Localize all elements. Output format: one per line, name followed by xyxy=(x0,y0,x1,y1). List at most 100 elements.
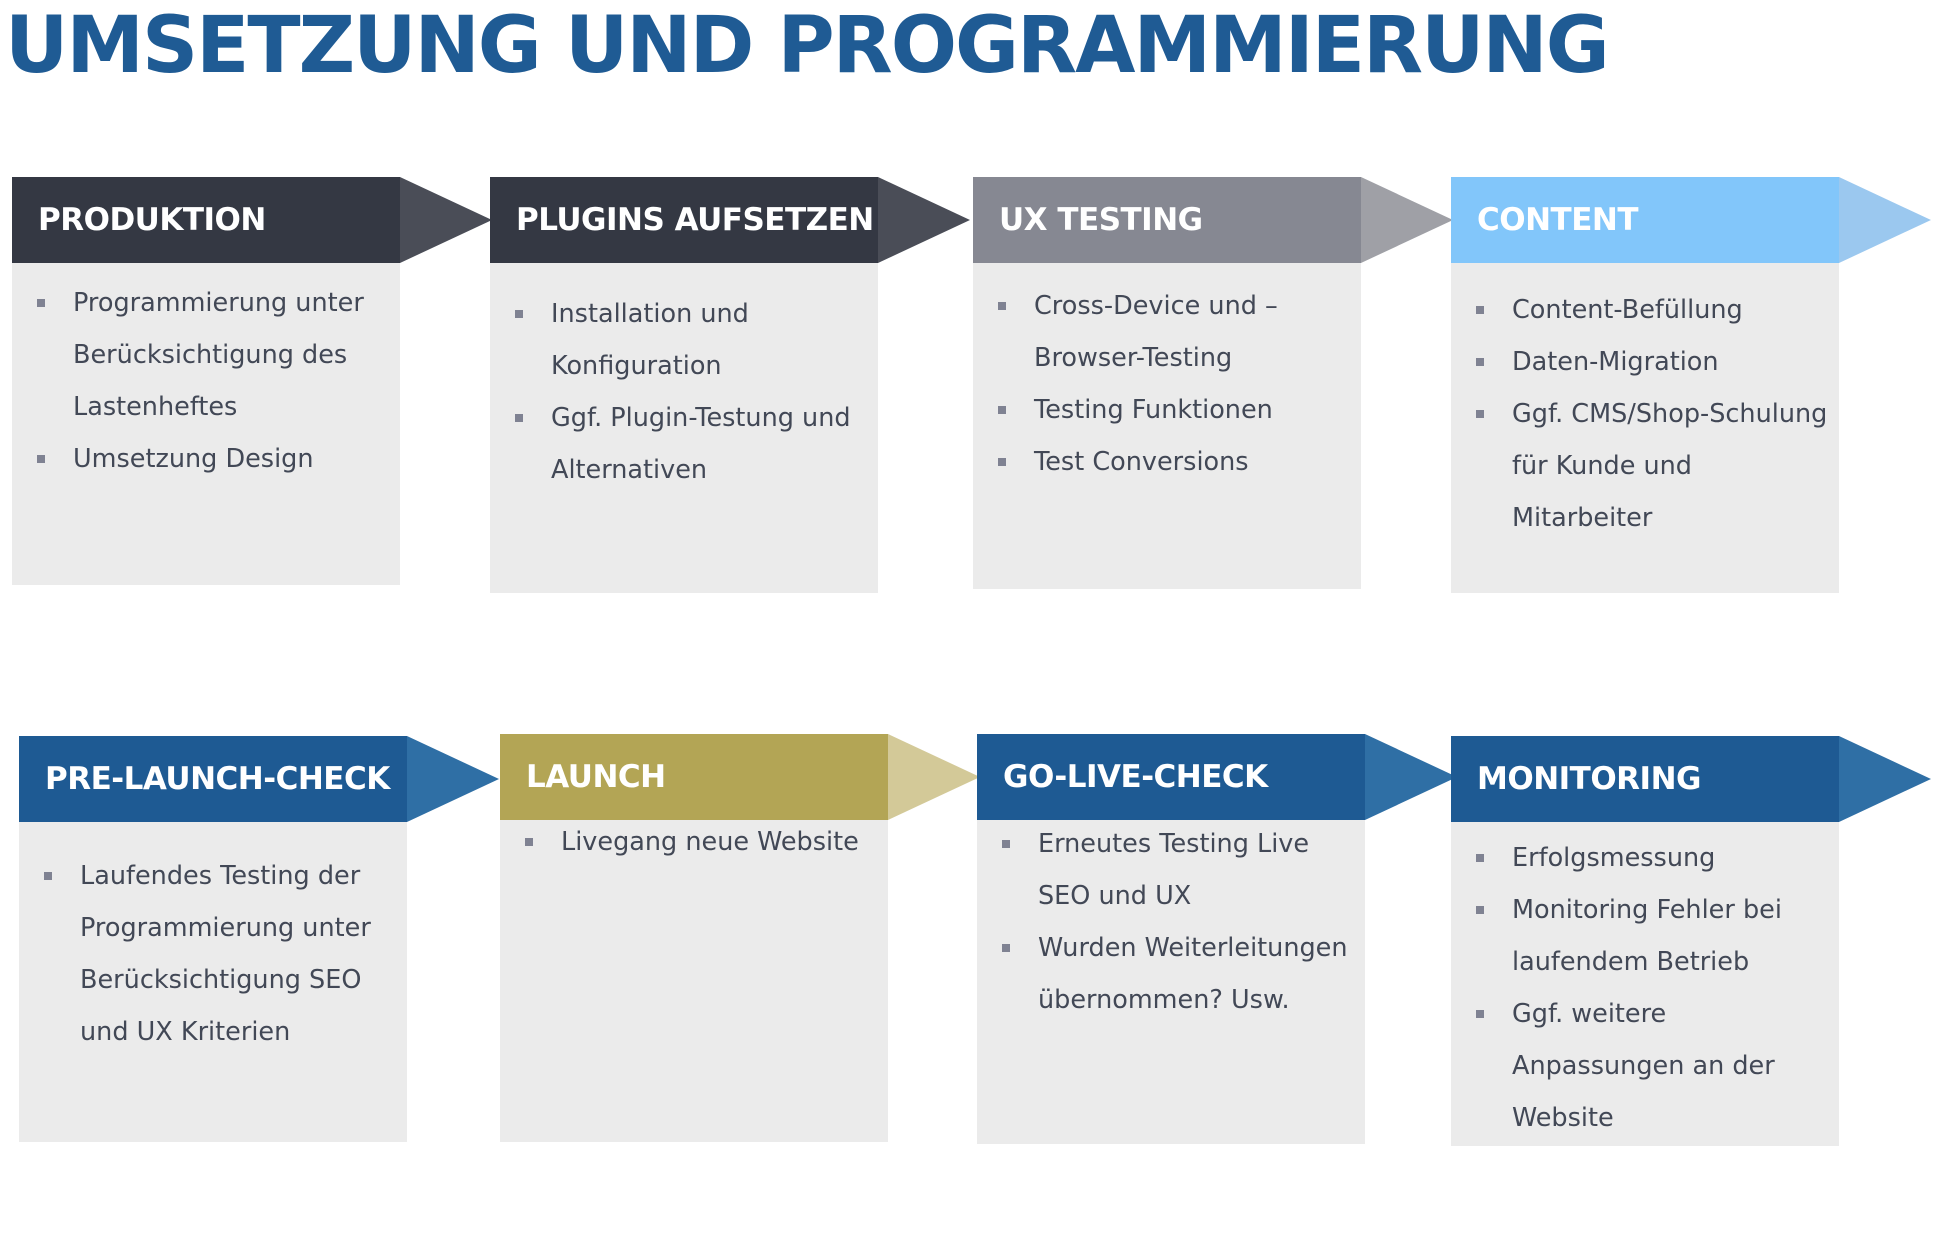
square-bullet-icon xyxy=(998,458,1006,466)
step-launch: Livegang neue Website LAUNCH xyxy=(500,734,980,1142)
step-content-box: Erfolgsmessung Monitoring Fehler bei lau… xyxy=(1451,822,1839,1146)
list-item: Testing Funktionen xyxy=(973,384,1361,436)
square-bullet-icon xyxy=(37,455,45,463)
step-header: MONITORING xyxy=(1451,736,1839,822)
step-content-box: Erneutes Testing Live SEO und UX Wurden … xyxy=(977,820,1365,1144)
arrow-right-icon xyxy=(1839,736,1931,822)
step-produktion: Programmierung unter Berücksichtigung de… xyxy=(12,177,492,585)
list-item: Umsetzung Design xyxy=(12,433,400,485)
list-item-text: Erneutes Testing Live SEO und UX xyxy=(1038,829,1310,911)
page-title: UMSETZUNG UND PROGRAMMIERUNG xyxy=(5,1,1610,91)
list-item-text: Programmierung unter Berücksichtigung de… xyxy=(73,288,364,422)
square-bullet-icon xyxy=(1476,358,1484,366)
square-bullet-icon xyxy=(1476,306,1484,314)
step-header: PRODUKTION xyxy=(12,177,400,263)
step-item-list: Installation und Konfiguration Ggf. Plug… xyxy=(490,288,878,496)
square-bullet-icon xyxy=(525,838,533,846)
step-content-box: Content-Befüllung Daten-Migration Ggf. C… xyxy=(1451,263,1839,593)
list-item: Erneutes Testing Live SEO und UX xyxy=(977,818,1365,922)
step-content: Content-Befüllung Daten-Migration Ggf. C… xyxy=(1451,177,1931,593)
step-content-box: Installation und Konfiguration Ggf. Plug… xyxy=(490,263,878,593)
arrow-right-icon xyxy=(1839,177,1931,263)
list-item-text: Ggf. CMS/Shop-Schulung für Kunde und Mit… xyxy=(1512,399,1828,533)
step-title: LAUNCH xyxy=(526,759,666,795)
step-content-box: Laufendes Testing der Programmierung unt… xyxy=(19,820,407,1142)
list-item-text: Laufendes Testing der Programmierung unt… xyxy=(80,861,371,1047)
step-title: CONTENT xyxy=(1477,202,1638,238)
list-item-text: Umsetzung Design xyxy=(73,444,314,474)
list-item-text: Wurden Weiterleitungen übernommen? Usw. xyxy=(1038,933,1348,1015)
step-item-list: Livegang neue Website xyxy=(500,816,888,868)
arrow-right-icon xyxy=(400,177,492,263)
step-content-box: Cross-Device und – Browser-Testing Testi… xyxy=(973,263,1361,589)
step-title: MONITORING xyxy=(1477,761,1701,797)
list-item-text: Testing Funktionen xyxy=(1034,395,1273,425)
arrow-right-icon xyxy=(407,736,499,822)
step-content-box: Programmierung unter Berücksichtigung de… xyxy=(12,261,400,585)
square-bullet-icon xyxy=(1476,1010,1484,1018)
square-bullet-icon xyxy=(1476,906,1484,914)
step-title: PLUGINS AUFSETZEN xyxy=(516,202,874,238)
step-pre-launch-check: Laufendes Testing der Programmierung unt… xyxy=(19,736,499,1142)
step-item-list: Cross-Device und – Browser-Testing Testi… xyxy=(973,280,1361,488)
list-item: Programmierung unter Berücksichtigung de… xyxy=(12,277,400,433)
step-title: PRE-LAUNCH-CHECK xyxy=(45,761,390,797)
step-title: PRODUKTION xyxy=(38,202,266,238)
square-bullet-icon xyxy=(37,299,45,307)
step-item-list: Laufendes Testing der Programmierung unt… xyxy=(19,850,407,1058)
list-item: Test Conversions xyxy=(973,436,1361,488)
list-item: Daten-Migration xyxy=(1451,336,1839,388)
step-header: LAUNCH xyxy=(500,734,888,820)
square-bullet-icon xyxy=(998,302,1006,310)
step-header: UX TESTING xyxy=(973,177,1361,263)
step-header: CONTENT xyxy=(1451,177,1839,263)
list-item: Wurden Weiterleitungen übernommen? Usw. xyxy=(977,922,1365,1026)
list-item: Monitoring Fehler bei laufendem Betrieb xyxy=(1451,884,1839,988)
list-item-text: Content-Befüllung xyxy=(1512,295,1743,325)
step-ux-testing: Cross-Device und – Browser-Testing Testi… xyxy=(973,177,1453,589)
list-item: Livegang neue Website xyxy=(500,816,888,868)
step-item-list: Content-Befüllung Daten-Migration Ggf. C… xyxy=(1451,284,1839,544)
list-item: Cross-Device und – Browser-Testing xyxy=(973,280,1361,384)
square-bullet-icon xyxy=(44,872,52,880)
list-item-text: Livegang neue Website xyxy=(561,827,859,857)
list-item-text: Cross-Device und – Browser-Testing xyxy=(1034,291,1278,373)
step-monitoring: Erfolgsmessung Monitoring Fehler bei lau… xyxy=(1451,736,1931,1146)
step-header: PRE-LAUNCH-CHECK xyxy=(19,736,407,822)
square-bullet-icon xyxy=(1476,410,1484,418)
arrow-right-icon xyxy=(1361,177,1453,263)
step-item-list: Programmierung unter Berücksichtigung de… xyxy=(12,277,400,485)
step-content-box: Livegang neue Website xyxy=(500,820,888,1142)
list-item: Laufendes Testing der Programmierung unt… xyxy=(19,850,407,1058)
list-item-text: Ggf. Plugin-Testung und Alternativen xyxy=(551,403,851,485)
list-item: Ggf. Plugin-Testung und Alternativen xyxy=(490,392,878,496)
list-item-text: Monitoring Fehler bei laufendem Betrieb xyxy=(1512,895,1782,977)
list-item: Erfolgsmessung xyxy=(1451,832,1839,884)
step-header: PLUGINS AUFSETZEN xyxy=(490,177,878,263)
square-bullet-icon xyxy=(515,414,523,422)
arrow-right-icon xyxy=(878,177,970,263)
square-bullet-icon xyxy=(998,406,1006,414)
step-title: GO-LIVE-CHECK xyxy=(1003,759,1268,795)
list-item-text: Ggf. weitere Anpassungen an der Website xyxy=(1512,999,1775,1133)
step-plugins-aufsetzen: Installation und Konfiguration Ggf. Plug… xyxy=(490,177,970,593)
step-item-list: Erfolgsmessung Monitoring Fehler bei lau… xyxy=(1451,832,1839,1144)
list-item-text: Erfolgsmessung xyxy=(1512,843,1716,873)
arrow-right-icon xyxy=(1365,734,1457,820)
list-item: Installation und Konfiguration xyxy=(490,288,878,392)
step-title: UX TESTING xyxy=(999,202,1203,238)
square-bullet-icon xyxy=(1476,854,1484,862)
square-bullet-icon xyxy=(1002,840,1010,848)
list-item-text: Daten-Migration xyxy=(1512,347,1719,377)
list-item-text: Installation und Konfiguration xyxy=(551,299,749,381)
step-header: GO-LIVE-CHECK xyxy=(977,734,1365,820)
square-bullet-icon xyxy=(1002,944,1010,952)
step-item-list: Erneutes Testing Live SEO und UX Wurden … xyxy=(977,818,1365,1026)
list-item: Ggf. weitere Anpassungen an der Website xyxy=(1451,988,1839,1144)
square-bullet-icon xyxy=(515,310,523,318)
list-item-text: Test Conversions xyxy=(1034,447,1249,477)
step-go-live-check: Erneutes Testing Live SEO und UX Wurden … xyxy=(977,734,1457,1144)
arrow-right-icon xyxy=(888,734,980,820)
list-item: Content-Befüllung xyxy=(1451,284,1839,336)
list-item: Ggf. CMS/Shop-Schulung für Kunde und Mit… xyxy=(1451,388,1839,544)
